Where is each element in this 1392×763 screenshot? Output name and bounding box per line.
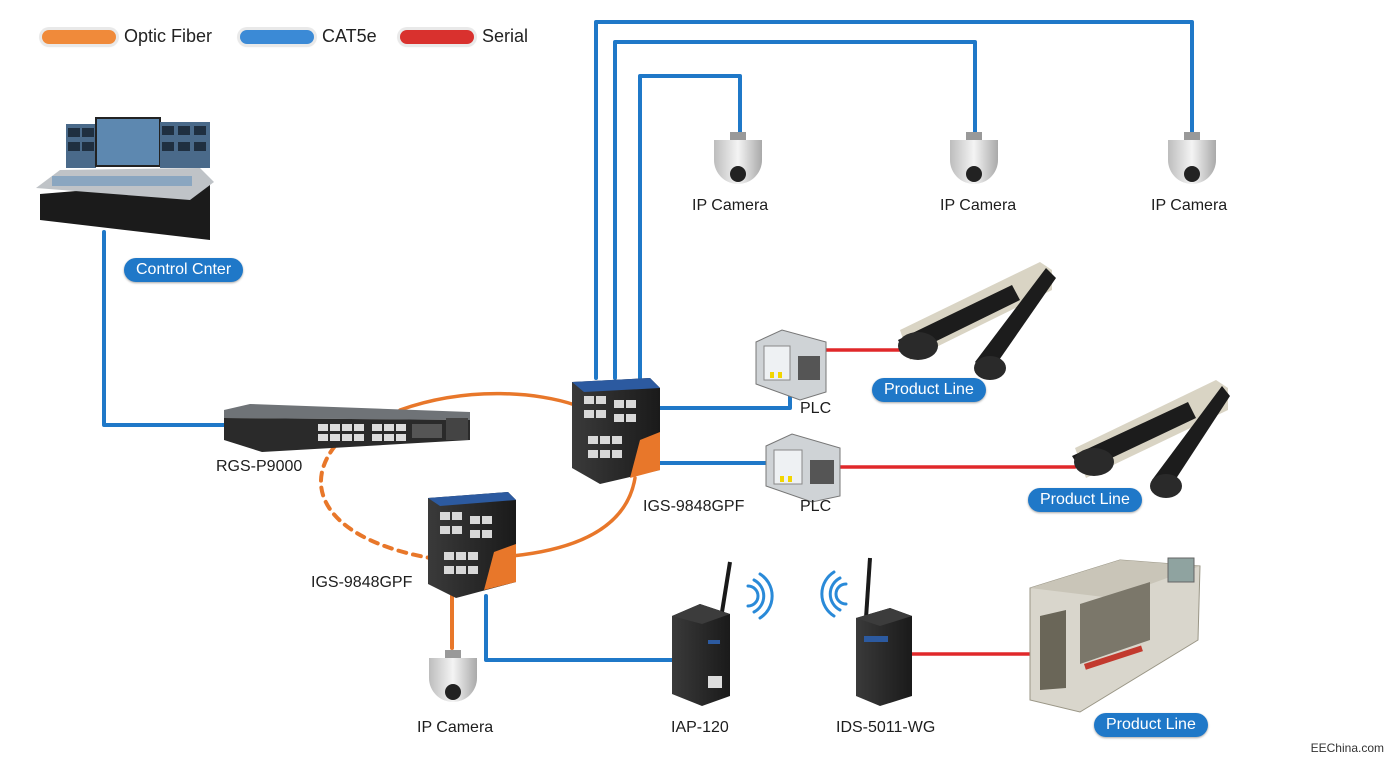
ip-camera-label-1: IP Camera [692, 197, 769, 214]
legend-swatch-serial [400, 29, 474, 44]
igs-lower-label: IGS-9848GPF [311, 574, 413, 591]
cat5e-link-plc1 [658, 386, 792, 410]
plc-label-2: PLC [800, 498, 832, 515]
legend-swatch-optic-fiber [42, 29, 116, 44]
ip-camera-icon-1 [714, 132, 762, 184]
wifi-signal-icon-left [820, 570, 848, 618]
legend-label-serial: Serial [482, 26, 529, 46]
product-line-label-2: Product Line [1028, 488, 1142, 512]
iap-120-label: IAP-120 [671, 719, 729, 736]
plc-label-1: PLC [800, 400, 832, 417]
ids-5011-wg-device-icon [856, 557, 912, 706]
ip-camera-icon-bottom [429, 650, 477, 702]
ip-camera-label-3: IP Camera [1151, 197, 1228, 214]
fiber-link-igs-igs [510, 476, 637, 558]
igs-main-label: IGS-9848GPF [643, 498, 745, 515]
legend-label-cat5e: CAT5e [322, 26, 377, 46]
watermark: EEChina.com [1310, 741, 1384, 755]
legend-optic-fiber: Optic Fiber [42, 26, 212, 47]
product-line-conveyor-icon-2 [1072, 380, 1230, 498]
ids-5011-wg-label: IDS-5011-WG [836, 719, 936, 736]
control-center-label: Control Cnter [124, 258, 244, 282]
product-line-conveyor-icon-1 [898, 262, 1056, 380]
control-center-console-icon [36, 117, 214, 240]
cat5e-link-control-rgs [102, 230, 234, 427]
ip-camera-icon-2 [950, 132, 998, 184]
product-line-label-1: Product Line [872, 378, 986, 402]
ip-camera-icon-3 [1168, 132, 1216, 184]
ip-camera-label-bottom: IP Camera [417, 719, 494, 736]
cat5e-link-cam2 [613, 40, 977, 380]
ip-camera-label-2: IP Camera [940, 197, 1017, 214]
fiber-link-rgs-igs-dashed [318, 444, 432, 560]
plc-device-icon-2 [765, 433, 841, 503]
product-line-machine-icon-3 [1029, 557, 1201, 713]
igs-9848gpf-lower-switch-icon [428, 492, 516, 598]
iap-120-access-point-icon [672, 561, 732, 706]
legend-cat5e: CAT5e [240, 26, 377, 47]
cat5e-link-cam1 [638, 74, 742, 380]
wifi-signal-icon-right [746, 572, 774, 620]
rgs-p9000-switch-icon [224, 404, 470, 452]
legend-serial: Serial [400, 26, 528, 47]
igs-9848gpf-main-switch-icon [572, 378, 660, 484]
rgs-p9000-label: RGS-P9000 [216, 458, 303, 475]
plc-device-icon-1 [755, 329, 827, 401]
legend-swatch-cat5e [240, 29, 314, 44]
cat5e-link-iap [484, 594, 674, 662]
product-line-label-3: Product Line [1094, 713, 1208, 737]
legend-label-optic-fiber: Optic Fiber [124, 26, 213, 46]
cat5e-link-cam3 [594, 20, 1194, 380]
fiber-link-rgs-igs [398, 391, 577, 412]
